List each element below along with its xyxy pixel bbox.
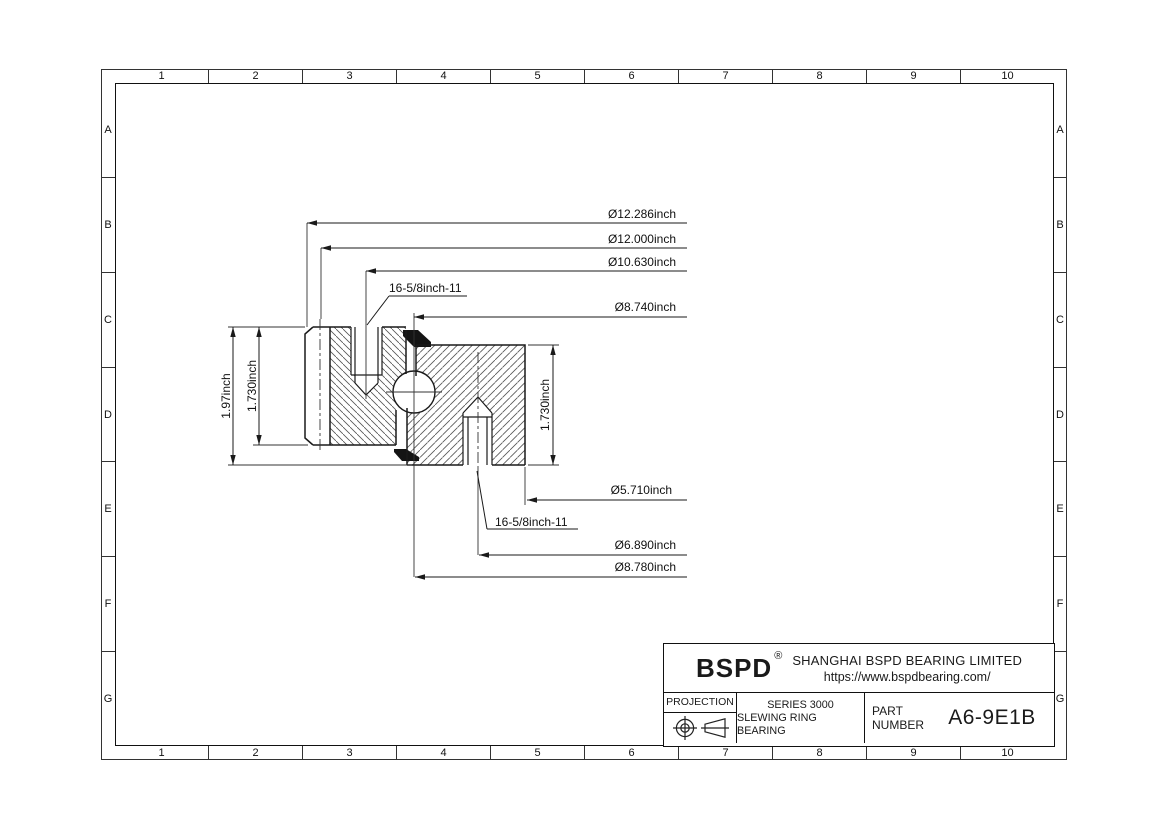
grid-col-label: 8 xyxy=(773,69,867,83)
dimension-labels: Ø12.286inch Ø12.000inch Ø10.630inch Ø8.7… xyxy=(219,207,676,574)
dim-label-raceway-bottom: Ø8.780inch xyxy=(615,560,676,574)
grid-col-label: 1 xyxy=(115,69,209,83)
grid-col-label: 6 xyxy=(585,746,679,760)
series-cell: SERIES 3000 SLEWING RING BEARING xyxy=(737,693,865,743)
logo-text: BSPD xyxy=(695,653,773,683)
part-number-label: PART NUMBER xyxy=(872,704,925,732)
grid-row-label: F xyxy=(101,557,115,653)
dim-label-bolt-circle-top: Ø10.630inch xyxy=(608,255,676,269)
title-block-header: BSPD ® SHANGHAI BSPD BEARING LIMITED htt… xyxy=(664,644,1054,693)
grid-col-label: 5 xyxy=(491,69,585,83)
grid-row-label: E xyxy=(101,462,115,558)
tapped-hole-top xyxy=(350,327,383,396)
company-website[interactable]: https://www.bspdbearing.com/ xyxy=(823,669,991,684)
company-info: SHANGHAI BSPD BEARING LIMITED https://ww… xyxy=(792,653,1022,684)
grid-row-label: C xyxy=(101,273,115,368)
projection-cell: PROJECTION xyxy=(664,693,737,743)
grid-col-label: 2 xyxy=(209,69,303,83)
grid-col-label: 2 xyxy=(209,746,303,760)
grid-rows-left: A B C D E F G xyxy=(101,83,115,746)
grid-col-label: 6 xyxy=(585,69,679,83)
grid-col-label: 4 xyxy=(397,69,491,83)
first-angle-projection-icon xyxy=(664,713,736,743)
grid-rows-right: A B C D E F G xyxy=(1053,83,1067,746)
thread-callout-top: 16-5/8inch-11 xyxy=(389,281,462,295)
dim-label-left-ring-height: 1.730inch xyxy=(245,360,259,412)
raceway-gap xyxy=(396,326,416,463)
grid-row-label: A xyxy=(101,83,115,178)
grid-col-label: 7 xyxy=(679,69,773,83)
grid-row-label: B xyxy=(1053,178,1067,273)
grid-col-label: 9 xyxy=(867,746,961,760)
company-logo: BSPD ® xyxy=(696,648,782,688)
grid-col-label: 9 xyxy=(867,69,961,83)
grid-row-label: G xyxy=(1055,693,1065,706)
grid-col-label: 1 xyxy=(115,746,209,760)
dim-label-outer-diameter: Ø12.286inch xyxy=(608,207,676,221)
dim-label-gear-pitch-diameter: Ø12.000inch xyxy=(608,232,676,246)
grid-row-label: C xyxy=(1053,273,1067,368)
grid-columns-bottom: 1 2 3 4 5 6 7 8 9 10 xyxy=(115,746,1054,760)
part-number-value: A6-9E1B xyxy=(948,706,1036,729)
grid-row-label: E xyxy=(1053,462,1067,558)
grid-col-label: 3 xyxy=(303,746,397,760)
sheet-inner-border xyxy=(115,83,1054,746)
extension-lines xyxy=(228,223,559,577)
grid-row-label: D xyxy=(101,368,115,463)
grid-col-label: 10 xyxy=(1001,747,1014,759)
dim-label-bolt-circle-bottom: Ø6.890inch xyxy=(615,538,676,552)
grid-col-label: 3 xyxy=(303,69,397,83)
dimension-arrows xyxy=(230,220,556,580)
grid-row-label: A xyxy=(1053,83,1067,178)
product-type: SLEWING RING BEARING xyxy=(737,711,817,737)
grid-row-label: F xyxy=(1053,557,1067,653)
grid-col-label: 5 xyxy=(491,746,585,760)
part-number-cell: PART NUMBER A6-9E1B xyxy=(865,693,1054,743)
registered-trademark-icon: ® xyxy=(774,650,783,662)
seal-top xyxy=(403,330,431,347)
series-name: SERIES 3000 xyxy=(767,698,834,711)
grid-columns-top: 1 2 3 4 5 6 7 8 9 10 xyxy=(115,69,1054,83)
dim-label-overall-height: 1.97inch xyxy=(219,373,233,418)
grid-col-label: 4 xyxy=(397,746,491,760)
company-name: SHANGHAI BSPD BEARING LIMITED xyxy=(792,652,1023,668)
dim-label-raceway-top: Ø8.740inch xyxy=(615,300,676,314)
grid-col-label: 8 xyxy=(773,746,867,760)
title-block: BSPD ® SHANGHAI BSPD BEARING LIMITED htt… xyxy=(663,643,1055,747)
projection-label: PROJECTION xyxy=(664,693,736,713)
grid-col-label: 10 xyxy=(1001,70,1014,82)
ring-outlines xyxy=(304,326,526,466)
dimension-lines xyxy=(230,220,687,580)
grid-col-label: 7 xyxy=(679,746,773,760)
grid-row-label: G xyxy=(103,693,113,706)
title-block-details: PROJECTION SERIES 3000 SLEWIN xyxy=(664,693,1054,743)
dim-label-bore-diameter: Ø5.710inch xyxy=(611,483,672,497)
dim-label-right-ring-height: 1.730inch xyxy=(538,379,552,431)
thread-callout-bottom: 16-5/8inch-11 xyxy=(495,515,568,529)
grid-row-label: B xyxy=(101,178,115,273)
grid-row-label: D xyxy=(1053,368,1067,463)
